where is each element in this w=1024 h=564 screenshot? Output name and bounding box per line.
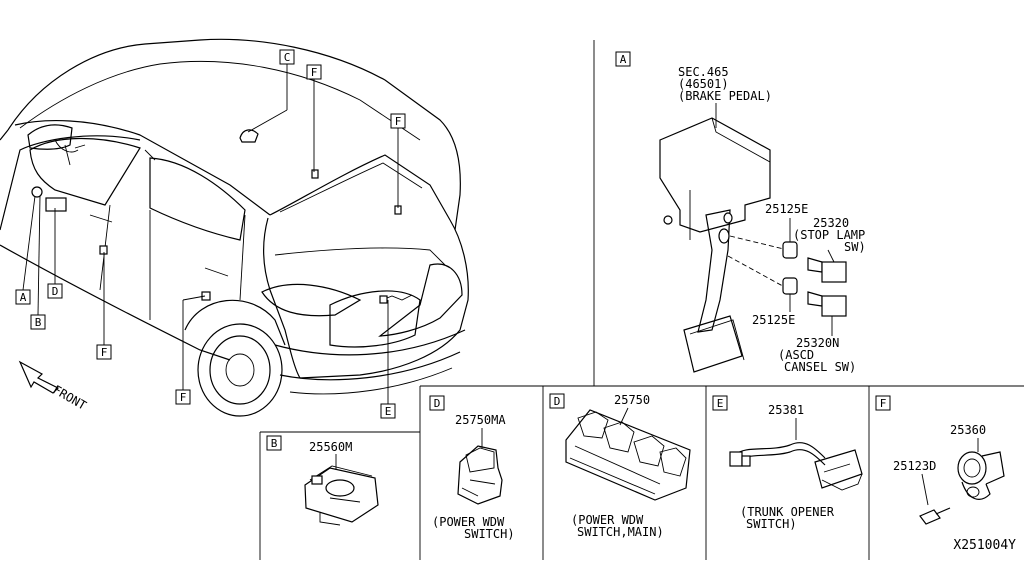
- stop-lamp-label-line1: (STOP LAMP: [793, 228, 865, 242]
- sec-reference: SEC.465: [678, 65, 729, 79]
- sub-window-switch-label-line1: (POWER WDW: [432, 515, 505, 529]
- panel-b-tag: B: [266, 435, 282, 451]
- callout-tag-label: A: [20, 291, 27, 304]
- callout-tag-d-car: D: [47, 283, 63, 299]
- callout-tag-e-car: E: [380, 403, 396, 419]
- mirror-control-switch: [304, 467, 379, 523]
- trunk-opener-part-number: 25381: [768, 403, 804, 417]
- clip-part-number-upper: 25125E: [765, 202, 808, 216]
- panel-f-tag: F: [875, 395, 891, 411]
- screw-part-number: 25123D: [893, 459, 936, 473]
- clip-part-number-lower: 25125E: [752, 313, 795, 327]
- callout-tag-label: E: [717, 397, 724, 410]
- sub-window-switch-part-number: 25750MA: [455, 413, 506, 427]
- panel-frame: [259, 40, 1024, 560]
- ascd-label-line1: (ASCD: [778, 348, 814, 362]
- panel-b: B 25560M: [266, 435, 379, 526]
- callout-tag-f-car-roof: F: [306, 64, 322, 80]
- sec-description: (BRAKE PEDAL): [678, 89, 772, 103]
- callout-tag-label: B: [35, 316, 42, 329]
- mirror-switch-part-number: 25560M: [309, 440, 352, 454]
- callout-tag-label: A: [620, 53, 627, 66]
- callout-tag-label: B: [271, 437, 278, 450]
- callout-tag-label: D: [434, 397, 441, 410]
- panel-d-main: D 25750 (POWER WDW SWITCH,MAIN): [549, 393, 691, 539]
- panel-e-tag: E: [712, 395, 728, 411]
- callout-tag-f-car-hatch: F: [390, 113, 406, 129]
- callout-tag-c-car: C: [279, 49, 295, 65]
- sub-window-switch-label-line2: SWITCH): [464, 527, 515, 541]
- callout-tag-label: F: [101, 346, 108, 359]
- callout-tag-label: F: [180, 391, 187, 404]
- main-window-switch-label-line1: (POWER WDW: [571, 513, 644, 527]
- callout-tag-label: F: [395, 115, 402, 128]
- trunk-opener-harness: [734, 442, 826, 459]
- callout-tag-b-car: B: [30, 314, 46, 330]
- front-direction-label: FRONT: [51, 382, 89, 412]
- callout-tag-f-car-door: F: [96, 344, 112, 360]
- trunk-opener-label-line2: SWITCH): [746, 517, 797, 531]
- stop-lamp-label-line2: SW): [844, 240, 866, 254]
- sub-window-switch: [457, 445, 503, 505]
- callout-tag-label: C: [284, 51, 291, 64]
- callout-tag-a-car: A: [15, 289, 31, 305]
- pedal-pad: [683, 315, 743, 373]
- panel-f: F 25360 25123D: [875, 395, 1005, 525]
- diagram-id: X251004Y: [953, 538, 1016, 553]
- panel-a-tag: A: [615, 51, 631, 67]
- vehicle-illustration: [0, 38, 469, 417]
- clip-lower: [782, 277, 798, 295]
- panel-e: E 25381 (TRUNK OPENER SWITCH): [712, 395, 863, 531]
- clip-upper: [782, 241, 798, 259]
- panel-a: A SEC.465 (46501) (BRAKE PEDAL) 25: [615, 51, 866, 374]
- main-window-switch: [565, 409, 691, 501]
- ascd-label-line2: CANSEL SW): [784, 360, 856, 374]
- ascd-part-number: 25320N: [796, 336, 839, 350]
- stop-lamp-part-number: 25320: [813, 216, 849, 230]
- pedal-bracket: [659, 117, 771, 233]
- callout-tag-label: F: [311, 66, 318, 79]
- ascd-cancel-switch: [821, 295, 847, 317]
- trunk-opener-label-line1: (TRUNK OPENER: [740, 505, 835, 519]
- callout-tag-label: E: [385, 405, 392, 418]
- callout-tag-label: D: [52, 285, 59, 298]
- sec-part-number: (46501): [678, 77, 729, 91]
- callout-tag-f-car-wheel: F: [175, 389, 191, 405]
- panel-d-sub-tag: D: [429, 395, 445, 411]
- main-window-switch-part-number: 25750: [614, 393, 650, 407]
- main-window-switch-label-line2: SWITCH,MAIN): [577, 525, 664, 539]
- panel-d-main-tag: D: [549, 393, 565, 409]
- callout-tag-label: F: [880, 397, 887, 410]
- callout-tag-label: D: [554, 395, 561, 408]
- door-switch-part-number: 25360: [950, 423, 986, 437]
- mounting-screw: [919, 509, 941, 525]
- stop-lamp-switch: [821, 261, 847, 283]
- panel-d-sub: D 25750MA (POWER WDW SWITCH): [429, 395, 515, 541]
- door-switch: [957, 451, 987, 485]
